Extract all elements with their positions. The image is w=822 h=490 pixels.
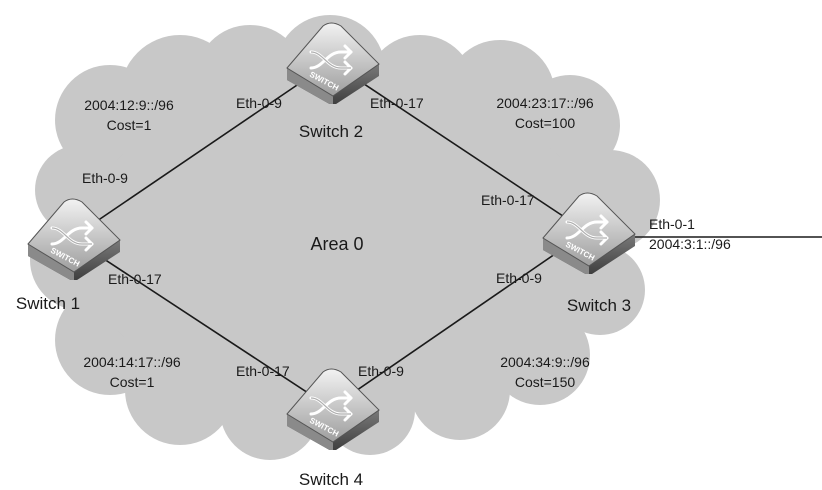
network-switch-icon: SWITCH [285, 367, 381, 450]
link-4-3-prefix: 2004:34:9::/96 [500, 354, 590, 370]
switch-2-port-eth-0-9: Eth-0-9 [236, 95, 282, 111]
link-1-2-prefix: 2004:12:9::/96 [84, 97, 174, 113]
area-label: Area 0 [310, 234, 364, 254]
link-1-4-prefix: 2004:14:17::/96 [83, 354, 181, 370]
network-switch-icon: SWITCH [26, 197, 122, 280]
network-switch-icon: SWITCH [541, 191, 637, 274]
links-layer [71, 61, 822, 409]
switch-1-label: Switch 1 [15, 294, 81, 313]
switch-3-port-eth-0-17: Eth-0-17 [481, 192, 535, 208]
link-sw1-sw4 [71, 237, 332, 409]
switch-1-port-eth-0-17: Eth-0-17 [108, 271, 162, 287]
link-sw4-sw3 [330, 231, 588, 409]
link-sw1-sw2 [71, 61, 332, 239]
link-1-2-cost: Cost=1 [106, 117, 152, 133]
switch-3-port-eth-0-9: Eth-0-9 [496, 270, 542, 286]
switch-4-port-eth-0-17: Eth-0-17 [236, 363, 290, 379]
switch-1-port-eth-0-9: Eth-0-9 [82, 170, 128, 186]
switch-layer: SWITCH SWITCH SWITCH SWITCH [26, 21, 637, 450]
link-1-4-cost: Cost=1 [109, 374, 155, 390]
switch-3-port-eth-0-1: Eth-0-1 [649, 216, 695, 232]
switch-3-label: Switch 3 [566, 296, 632, 315]
switch-2-label: Switch 2 [298, 122, 364, 141]
link-2-3-prefix: 2004:23:17::/96 [496, 95, 594, 111]
switch-4-port-eth-0-9: Eth-0-9 [358, 363, 404, 379]
switch-2-port-eth-0-17: Eth-0-17 [370, 95, 424, 111]
network-switch-icon: SWITCH [285, 21, 381, 104]
link-4-3-cost: Cost=150 [514, 374, 576, 390]
link-sw2-sw3 [330, 61, 588, 233]
external-link-prefix: 2004:3:1::/96 [649, 236, 731, 252]
switch-4-label: Switch 4 [298, 470, 364, 489]
link-2-3-cost: Cost=100 [514, 115, 576, 131]
